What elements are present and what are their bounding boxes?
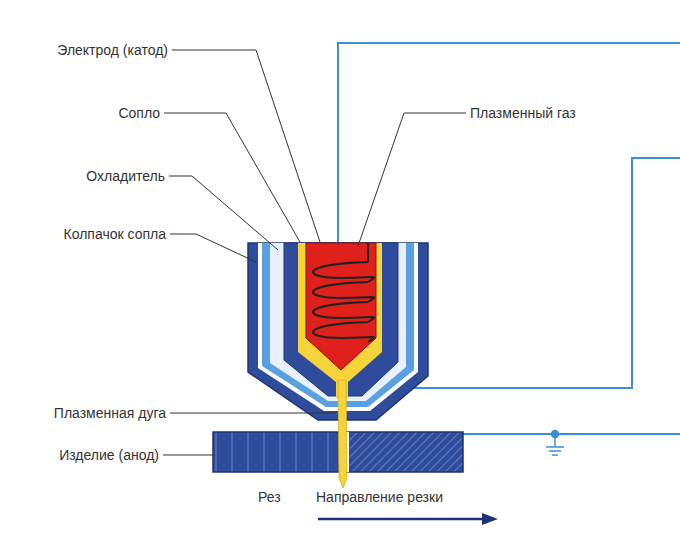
ground-symbol	[546, 431, 564, 456]
nozzle-lining	[298, 243, 382, 382]
workpiece-cut-side	[349, 432, 463, 472]
coil-winding	[313, 262, 374, 282]
gas-swirl-coil	[313, 262, 374, 342]
direction-arrowhead	[482, 513, 498, 525]
part-label: Изделие (анод)	[59, 446, 159, 464]
coil-winding	[313, 302, 374, 322]
part-label: Сопло	[118, 104, 160, 122]
part-label: Рез	[258, 488, 281, 506]
part-label: Плазменный газ	[470, 104, 576, 122]
plasma-arc	[338, 380, 347, 488]
cathode-wire	[338, 43, 680, 243]
part-label: Электрод (катод)	[57, 41, 168, 59]
direction-arrow	[318, 518, 486, 521]
part-label: Направление резки	[316, 488, 443, 506]
coil-winding	[313, 322, 374, 342]
leader-lines	[163, 50, 466, 455]
workpiece-outline	[213, 432, 463, 472]
part-label: Охладитель	[86, 167, 165, 185]
workpiece-left	[213, 432, 339, 472]
coil-winding	[313, 282, 374, 302]
nozzle-wire	[398, 158, 680, 388]
coil-lead	[367, 243, 369, 262]
electrode	[306, 243, 376, 370]
anode-wire	[463, 433, 680, 435]
part-label: Колпачок сопла	[64, 225, 166, 243]
coolant-gap	[270, 243, 406, 401]
part-label: Плазменная дуга	[54, 404, 166, 422]
